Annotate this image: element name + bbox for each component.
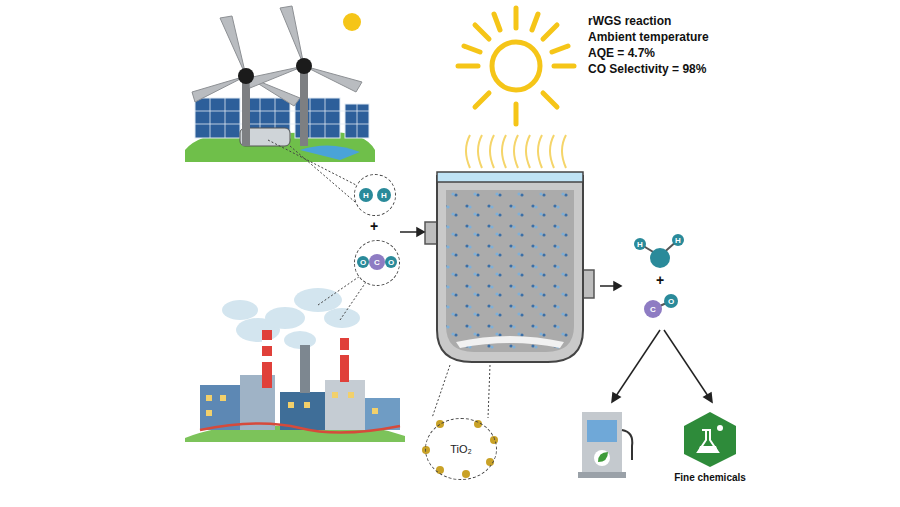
atom-letter: C [369,254,385,270]
atom-letter: C [644,300,662,318]
sun [458,8,574,168]
plus-sign: + [370,218,378,235]
atom-letter: O [357,256,369,268]
molecule-circle: HH [354,174,396,216]
atom-letter: H [634,238,646,250]
icon-caption: Fine chemicals [655,472,765,483]
reactor [425,172,594,362]
factory-scene [185,288,405,442]
flow-arrows [400,228,712,402]
hexagon-icon [680,410,740,468]
plus-sign: + [656,272,664,289]
atom-letter: H [359,188,373,202]
annotation-text: Ambient temperature [588,30,709,44]
annotation-text: CO Selectivity = 98% [588,62,706,76]
molecule-circle: CO O [354,240,400,286]
atom-letter: H [672,234,684,246]
catalyst-circle: TiO₂ [425,418,497,480]
atom-letter: O [664,294,678,308]
product-icon: Fine chemicals [655,410,765,494]
atom-letter: H [377,188,391,202]
catalyst-particles [422,420,498,478]
atom-letter: O [385,256,397,268]
fuel-pump [578,412,632,478]
catalyst-name: TiO₂ [450,443,472,455]
annotation-text: rWGS reaction [588,14,671,28]
annotation-text: AQE = 4.7% [588,46,655,60]
renewable-scene [185,6,375,162]
